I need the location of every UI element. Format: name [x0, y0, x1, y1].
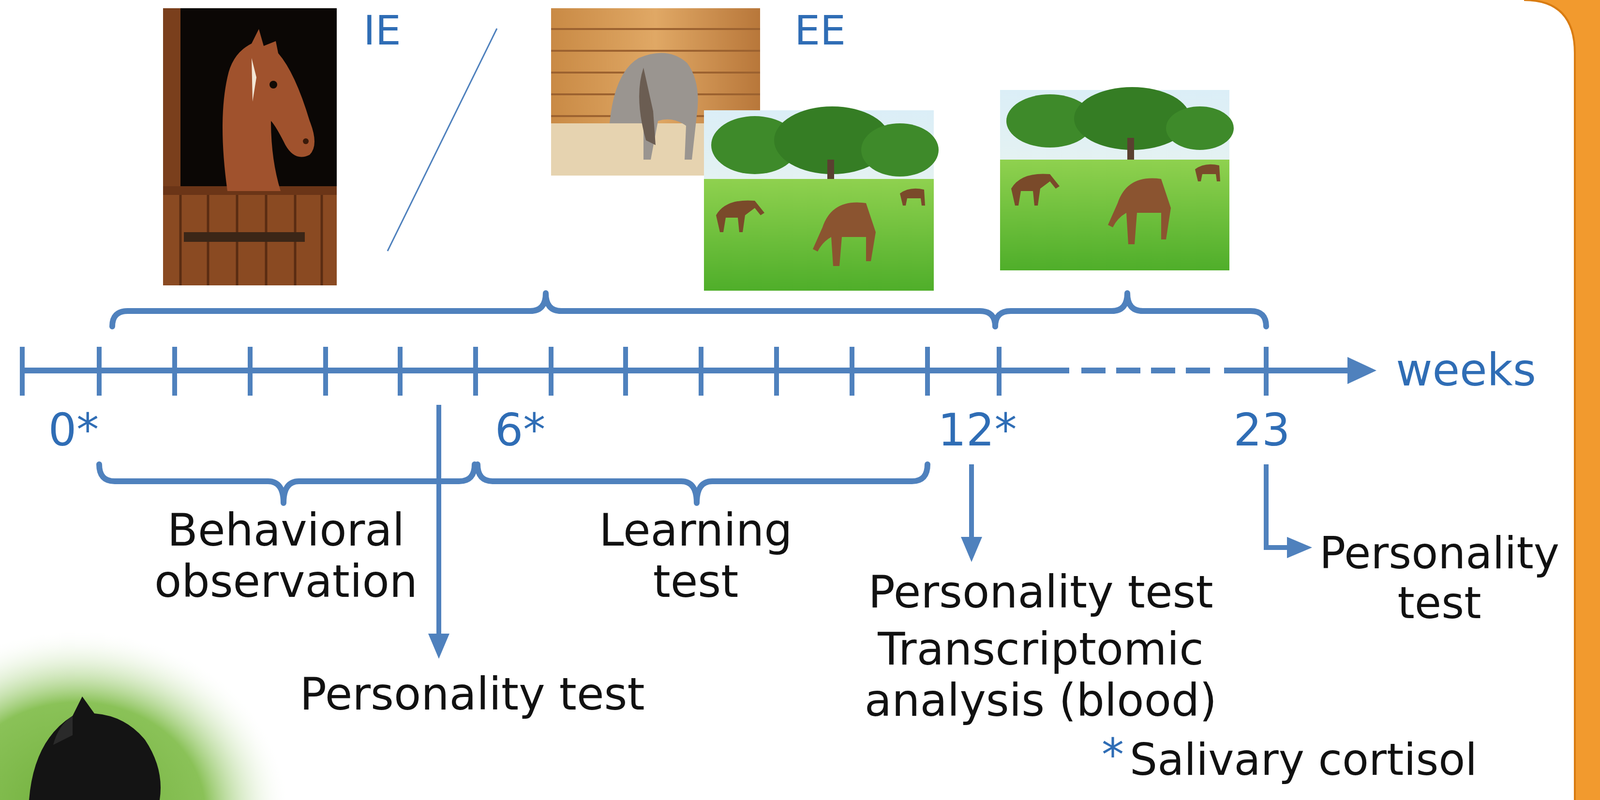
- pasture-photo: [1000, 87, 1234, 271]
- timeline-label: 6*: [494, 404, 546, 457]
- bracket: [99, 464, 928, 504]
- timeline-label: *: [1101, 730, 1124, 782]
- pasture-photo: [703, 106, 939, 291]
- timeline-label: Salivary cortisol: [1129, 734, 1478, 786]
- timeline-label: Transcriptomic analysis (blood): [827, 624, 1254, 727]
- timeline-label: Personality test: [299, 669, 645, 721]
- event-arrow: [438, 404, 1291, 639]
- timeline-label: Personality test: [1308, 528, 1571, 629]
- timeline-label: 23: [1233, 404, 1290, 457]
- bracket: [112, 293, 1267, 327]
- horse-photo: [0, 628, 291, 800]
- frame-border: [1524, 0, 1600, 800]
- stable-photo: [163, 8, 337, 286]
- timeline-label: Behavioral observation: [131, 505, 441, 608]
- timeline-label: EE: [794, 7, 846, 55]
- divider-line: [387, 28, 497, 252]
- timeline-label: Personality test: [867, 567, 1213, 619]
- frame-edge: [1524, 0, 1575, 800]
- axis-arrowhead: [1347, 357, 1377, 385]
- timeline-label: IE: [363, 7, 402, 55]
- timeline-axis: [22, 346, 1353, 396]
- timeline-label: weeks: [1395, 344, 1537, 397]
- timeline-label: 12*: [937, 404, 1017, 457]
- timeline-label: Learning test: [560, 505, 832, 608]
- timeline-label: 0*: [48, 404, 100, 457]
